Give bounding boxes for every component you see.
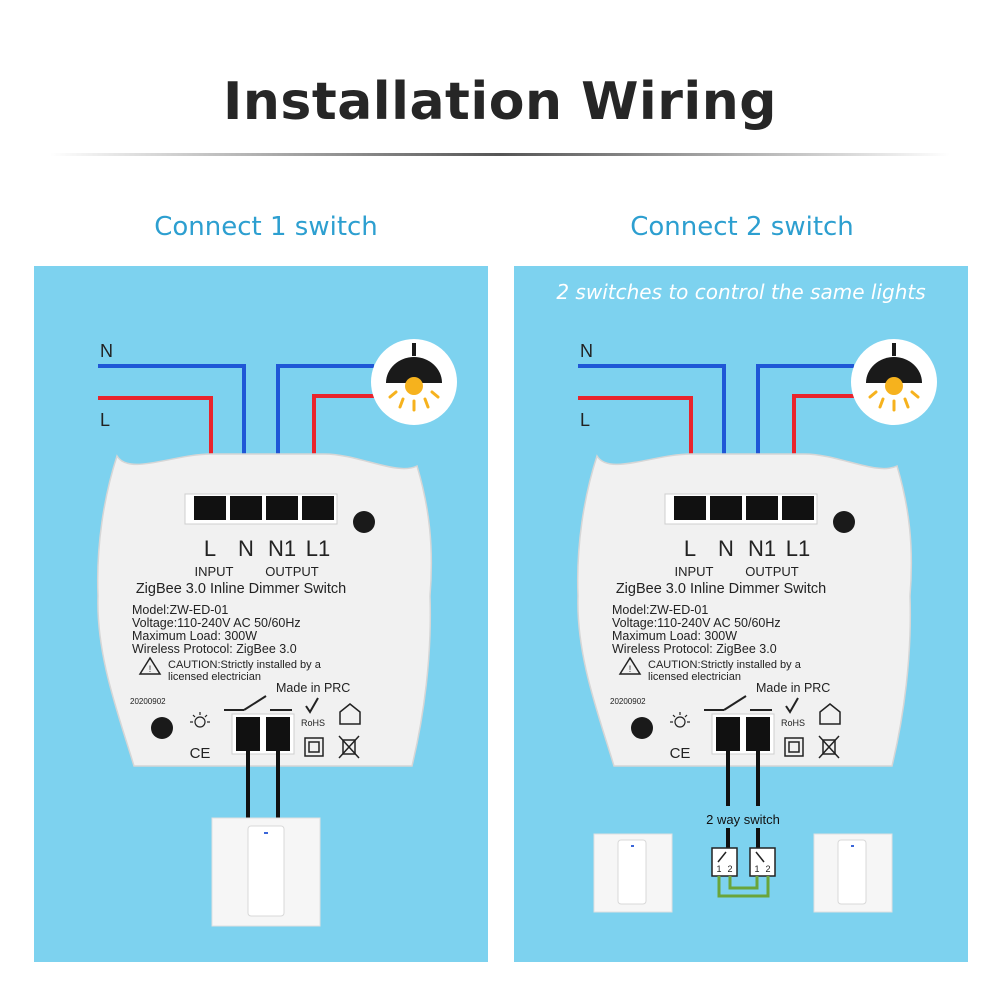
spec-model: Model:ZW-ED-01	[132, 603, 228, 617]
recycle-check-icon	[785, 697, 799, 714]
weee-bin-icon	[818, 735, 840, 759]
live-label: L	[580, 410, 590, 430]
page-title: Installation Wiring	[223, 72, 777, 132]
output-label: OUTPUT	[745, 564, 799, 579]
terminal-label-l: L	[204, 536, 216, 561]
neutral-label: N	[580, 341, 593, 361]
light-bulb-icon	[885, 377, 903, 395]
wall-switch-right	[813, 833, 893, 913]
made-in: Made in PRC	[276, 681, 350, 695]
ce-mark: CE	[190, 745, 211, 762]
input-label: INPUT	[675, 564, 714, 579]
caution-line-2: licensed electrician	[168, 671, 261, 683]
terminal-label-l1: L1	[786, 536, 810, 561]
double-insulation-icon	[784, 737, 804, 757]
mounting-hole	[833, 511, 855, 533]
two-way-switch-label: 2 way switch	[706, 812, 780, 827]
terminal-label-l1: L1	[306, 536, 330, 561]
double-insulation-icon	[304, 737, 324, 757]
terminal-label-l: L	[684, 536, 696, 561]
switch-terminal-1	[716, 717, 740, 751]
switch-symbol-icon	[224, 695, 292, 711]
wall-switch-left	[593, 833, 673, 913]
terminal-label-n1: N1	[268, 536, 296, 561]
switch-symbol-icon	[704, 695, 772, 711]
wiring-diagram-2: N L L	[576, 339, 937, 913]
product-name: ZigBee 3.0 Inline Dimmer Switch	[616, 581, 826, 597]
home-icon	[339, 703, 361, 725]
heading-connect-1-switch: Connect 1 switch	[154, 212, 378, 242]
light-bulb-icon	[190, 712, 210, 728]
output-label: OUTPUT	[265, 564, 319, 579]
panel-connect-2-switch: 2 switches to control the same lights N …	[514, 266, 968, 962]
svg-text:!: !	[629, 664, 632, 674]
caution-line-1: CAUTION:Strictly installed by a	[168, 659, 322, 671]
spec-voltage: Voltage:110-240V AC 50/60Hz	[612, 616, 781, 630]
weee-bin-icon	[338, 735, 360, 759]
dimmer-module: L N N1 L1 INPUT OUTPUT ZigBee 3.0 Inline…	[576, 453, 913, 767]
wiring-diagram-1: N L	[96, 339, 457, 927]
two-way-terminal-left: 1 2	[711, 847, 738, 877]
switch-terminal-2	[746, 717, 770, 751]
date-code: 20200902	[130, 697, 166, 706]
live-label: L	[100, 410, 110, 430]
spec-model: Model:ZW-ED-01	[612, 603, 708, 617]
recycle-check-icon	[305, 697, 319, 714]
rohs-mark: RoHS	[781, 718, 805, 728]
dimmer-module: L N N1 L1 INPUT OUTPUT ZigBee 3.0 Inline…	[96, 453, 433, 767]
wall-switch	[211, 817, 321, 927]
product-name: ZigBee 3.0 Inline Dimmer Switch	[136, 581, 346, 597]
made-in: Made in PRC	[756, 681, 830, 695]
spec-protocol: Wireless Protocol: ZigBee 3.0	[132, 642, 297, 656]
light-bulb-icon	[670, 712, 690, 728]
caution-line-2: licensed electrician	[648, 671, 741, 683]
mounting-hole	[631, 717, 653, 739]
link-wires	[717, 876, 770, 898]
terminal-label-n1: N1	[748, 536, 776, 561]
spec-load: Maximum Load: 300W	[132, 629, 257, 643]
rohs-mark: RoHS	[301, 718, 325, 728]
input-label: INPUT	[195, 564, 234, 579]
terminal-1-label: 1	[716, 864, 721, 874]
caution-line-1: CAUTION:Strictly installed by a	[648, 659, 802, 671]
switch-terminal-2	[266, 717, 290, 751]
home-icon	[819, 703, 841, 725]
indicator-led	[264, 832, 268, 834]
terminal-label-n: N	[718, 536, 734, 561]
svg-text:!: !	[149, 664, 152, 674]
heading-connect-2-switch: Connect 2 switch	[630, 212, 854, 242]
mounting-hole	[353, 511, 375, 533]
ceiling-lamp-icon	[371, 339, 457, 425]
switch-terminal-1	[236, 717, 260, 751]
date-code: 20200902	[610, 697, 646, 706]
terminal-block-top	[194, 496, 334, 520]
warning-icon	[618, 656, 642, 675]
light-bulb-icon	[405, 377, 423, 395]
two-way-terminal-right: 1 2	[749, 847, 776, 877]
terminal-1-label: 1	[754, 864, 759, 874]
terminal-label-n: N	[238, 536, 254, 561]
terminal-2-label: 2	[765, 864, 770, 874]
title-divider	[50, 153, 950, 156]
spec-voltage: Voltage:110-240V AC 50/60Hz	[132, 616, 301, 630]
mounting-hole	[151, 717, 173, 739]
spec-protocol: Wireless Protocol: ZigBee 3.0	[612, 642, 777, 656]
ce-mark: CE	[670, 745, 691, 762]
panel-subtitle: 2 switches to control the same lights	[556, 280, 926, 304]
ceiling-lamp-icon	[851, 339, 937, 425]
terminal-2-label: 2	[727, 864, 732, 874]
warning-icon	[138, 656, 162, 675]
panel-connect-1-switch: N L	[34, 266, 488, 962]
spec-load: Maximum Load: 300W	[612, 629, 737, 643]
terminal-block-top	[674, 496, 814, 520]
neutral-label: N	[100, 341, 113, 361]
